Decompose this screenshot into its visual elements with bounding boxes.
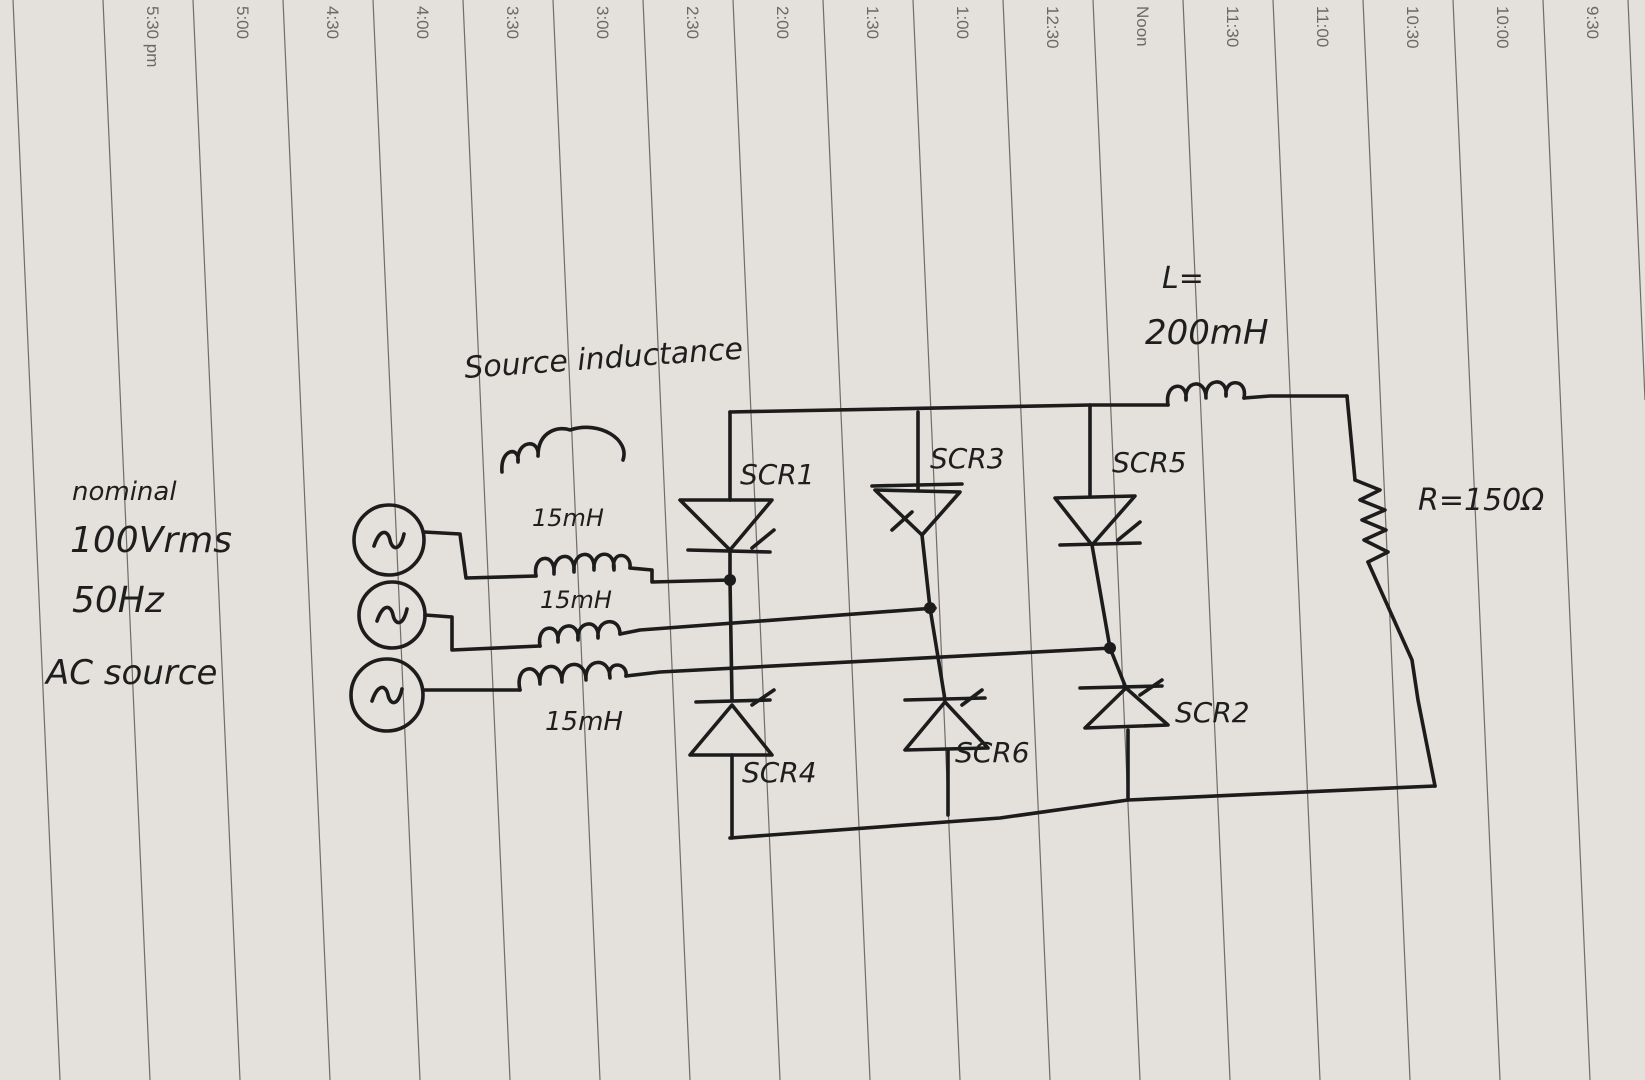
source-label-line: nominal <box>72 477 177 507</box>
time-label: 4:30 <box>323 6 342 39</box>
source-inductance-value: 15mH <box>532 504 604 532</box>
source-label: nominal 100Vrms 50Hz AC source <box>44 477 232 693</box>
source-inductance-value: 15mH <box>540 586 612 614</box>
time-label: Noon <box>1133 6 1152 47</box>
scr1-label: SCR1 <box>740 458 815 491</box>
scr6-label: SCR6 <box>955 736 1030 769</box>
load-resistance-label: R=150Ω <box>1418 483 1544 518</box>
time-label: 12:30 <box>1043 6 1062 49</box>
load-inductance-value: 200mH <box>1145 313 1269 353</box>
time-label: 2:30 <box>683 6 702 39</box>
junction-node <box>1104 642 1116 654</box>
phase-c-wire <box>421 646 1114 692</box>
scr5-label: SCR5 <box>1112 446 1187 479</box>
time-label: 10:30 <box>1403 6 1422 49</box>
time-label: 10:00 <box>1493 6 1512 49</box>
source-label-line: 50Hz <box>72 580 165 621</box>
source-inductance-label: Source inductance <box>463 332 744 386</box>
thyristor-scr6 <box>903 688 990 752</box>
phase-b-wire <box>423 606 937 652</box>
load-inductor <box>1165 380 1349 407</box>
paper-rulings <box>12 0 1645 1080</box>
junction-node <box>924 602 936 614</box>
phase-a-wire <box>422 530 732 584</box>
thyristor-scr5 <box>1053 494 1142 547</box>
negative-rail <box>728 784 1437 840</box>
time-label: 1:30 <box>863 6 882 39</box>
source-inductance-value: 15mH <box>545 707 623 737</box>
thyristor-scr2 <box>1078 678 1170 730</box>
time-label: 1:00 <box>953 6 972 39</box>
time-label: 3:30 <box>503 6 522 39</box>
load-inductance-label: L= <box>1162 261 1204 296</box>
ac-source-icon <box>349 657 425 733</box>
thyristor-scr4 <box>688 688 776 757</box>
thyristor-scr3 <box>870 482 964 537</box>
scr3-label: SCR3 <box>930 442 1005 475</box>
time-label: 5:30 pm <box>143 6 162 67</box>
positive-rail <box>728 403 1170 414</box>
scr4-label: SCR4 <box>742 756 817 789</box>
inductor-symbol-icon <box>500 425 626 474</box>
ac-source-icon <box>352 503 426 577</box>
load-resistor <box>1345 394 1437 788</box>
time-label: 2:00 <box>773 6 792 39</box>
time-label: 3:00 <box>593 6 612 39</box>
ac-source-icon <box>357 580 427 650</box>
thyristor-scr1 <box>678 498 776 554</box>
time-label: 9:30 <box>1583 6 1602 39</box>
time-label: 4:00 <box>413 6 432 39</box>
source-label-line: 100Vrms <box>70 520 232 561</box>
time-labels: 9:30 10:00 10:30 11:00 11:30 Noon 12:30 … <box>143 6 1602 67</box>
junction-node <box>724 574 736 586</box>
scr2-label: SCR2 <box>1175 696 1250 729</box>
time-label: 11:30 <box>1223 6 1242 47</box>
time-label: 11:00 <box>1313 6 1332 47</box>
time-label: 5:00 <box>233 6 252 39</box>
bridge-leg-1 <box>728 410 734 840</box>
source-label-line: AC source <box>44 653 217 693</box>
